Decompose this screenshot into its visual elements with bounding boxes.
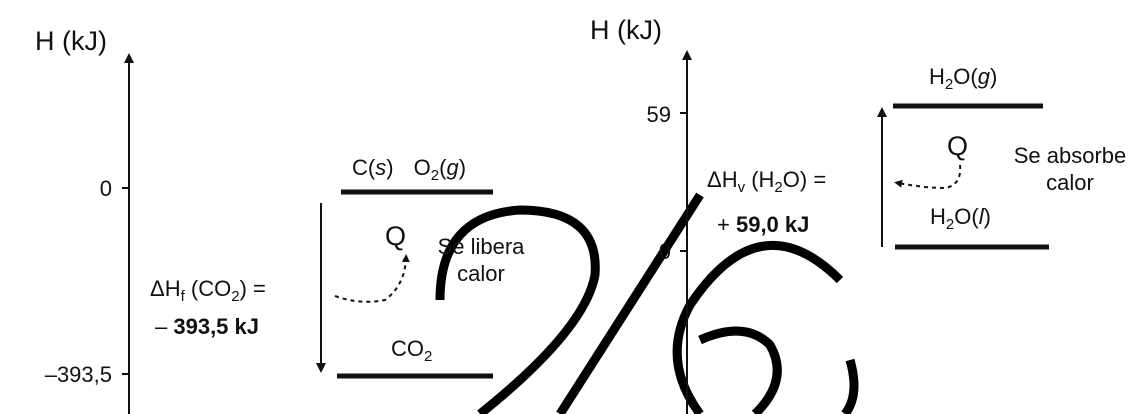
left-tick-zero: 0 bbox=[100, 176, 112, 201]
left-heat-note-line2: calor bbox=[457, 261, 505, 286]
left-reactants-label: C(s) O2(g) bbox=[352, 155, 466, 184]
right-heat-note-line1: Se absorbe bbox=[1014, 143, 1127, 168]
left-enthalpy-line1: ΔHf (CO2) = bbox=[150, 276, 266, 305]
right-heat-symbol: Q bbox=[947, 131, 968, 161]
left-heat-note-line1: Se libera bbox=[438, 234, 526, 259]
right-axis-label: H (kJ) bbox=[590, 15, 662, 45]
left-tick-bottom: –393,5 bbox=[45, 362, 112, 387]
right-heat-arrow bbox=[894, 164, 962, 190]
left-axis-label: H (kJ) bbox=[35, 26, 107, 56]
left-enthalpy-value: – 393,5 kJ bbox=[155, 314, 259, 339]
right-heat-note-line2: calor bbox=[1046, 170, 1094, 195]
right-diagram: H (kJ) 59 0 H2O(g) H2O(l) Q Se absorbe c… bbox=[590, 15, 1126, 414]
left-heat-arrow bbox=[334, 254, 410, 303]
watermark-2016 bbox=[435, 192, 859, 414]
right-tick-top: 59 bbox=[647, 102, 671, 127]
right-enthalpy-line1: ΔHv (H2O) = bbox=[707, 167, 826, 196]
right-bottom-state-label: H2O(l) bbox=[930, 204, 991, 233]
right-top-state-label: H2O(g) bbox=[929, 64, 997, 93]
right-tick-zero: 0 bbox=[659, 239, 671, 264]
left-diagram: H (kJ) 0 –393,5 C(s) O2(g) CO2 Q Se libe… bbox=[35, 26, 525, 414]
right-enthalpy-value: + 59,0 kJ bbox=[717, 212, 809, 237]
left-product-label: CO2 bbox=[391, 336, 432, 365]
left-heat-symbol: Q bbox=[385, 221, 406, 251]
